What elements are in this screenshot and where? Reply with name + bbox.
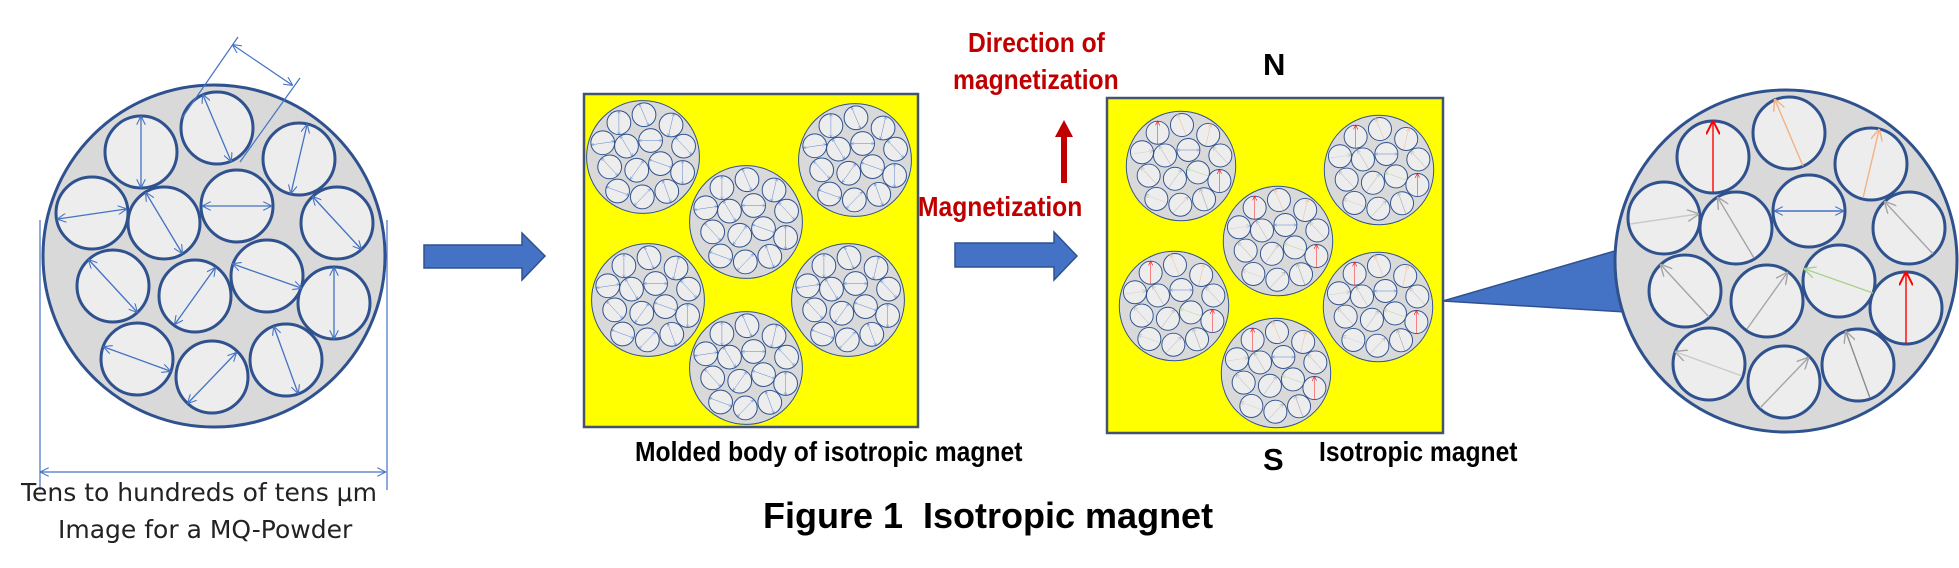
mq-powder-particle (43, 85, 385, 427)
magnetized-particle-enlarged (1615, 90, 1957, 432)
isotropic-magnet-caption: Isotropic magnet (1319, 436, 1518, 467)
size-label: Tens to hundreds of tens μm (21, 478, 377, 507)
molded-particle (792, 244, 905, 357)
direction-label-line2: magnetization (953, 64, 1119, 95)
magnetization-arrow-icon (954, 230, 1079, 282)
magnetized-particle (1221, 318, 1330, 427)
direction-up-arrow-icon (1055, 120, 1073, 183)
particle-size-dimension (39, 220, 388, 490)
magnetized-particle (1126, 111, 1235, 220)
magnetized-particle (1119, 251, 1228, 360)
magnetized-particle (1324, 115, 1433, 224)
molded-particle (799, 104, 912, 217)
molded-particle (690, 312, 803, 425)
mq-powder-caption: Image for a MQ-Powder (58, 515, 353, 544)
molded-particle (690, 166, 803, 279)
zoom-callout-icon (1442, 247, 1626, 313)
process-arrow-icon (423, 231, 547, 282)
north-pole-label: N (1263, 47, 1286, 82)
grain-size-dimension (181, 36, 301, 163)
magnetization-label: Magnetization (918, 191, 1083, 222)
magnetized-particle (1223, 186, 1332, 295)
magnetized-particle (1323, 252, 1432, 361)
molded-particle (592, 244, 705, 357)
molded-body-caption: Molded body of isotropic magnet (635, 436, 1023, 467)
south-pole-label: S (1263, 442, 1284, 477)
molded-particle (587, 101, 700, 214)
isotropic-magnet-box (1105, 96, 1445, 435)
molded-body-box (582, 92, 920, 429)
direction-label-line1: Direction of (968, 27, 1105, 58)
figure-title: Figure 1 Isotropic magnet (763, 495, 1214, 536)
